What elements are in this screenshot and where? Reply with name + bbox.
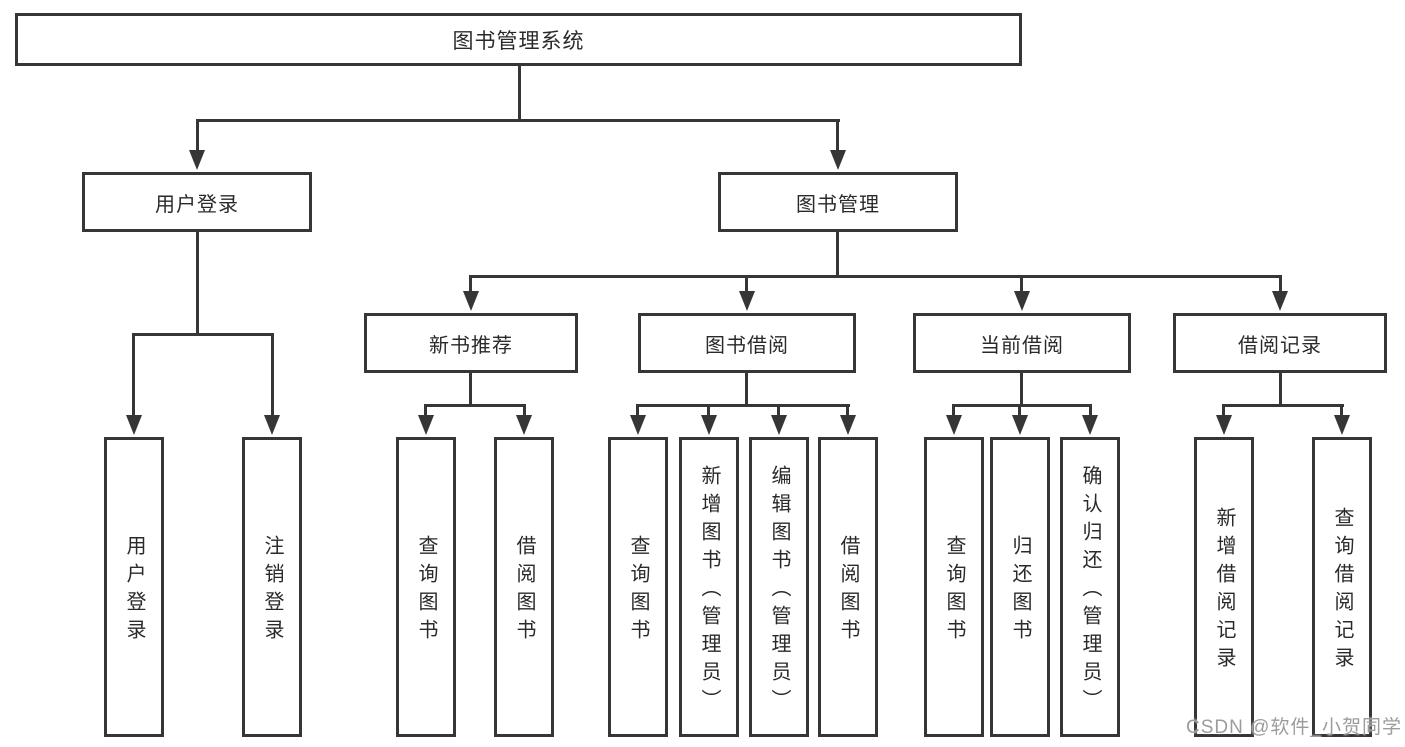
leaf-label: 确认归还（管理员） [1079, 465, 1101, 717]
connector-records-bar [1222, 404, 1344, 407]
arrowhead-down-icon [1014, 291, 1030, 311]
leaf-newbook-query: 查询图书 [396, 437, 456, 737]
leaf-user-login: 用户登录 [104, 437, 164, 737]
connector-login-stem [196, 232, 199, 336]
leaf-borrow-add-admin: 新增图书（管理员） [679, 437, 739, 737]
node-new-book-recommend: 新书推荐 [364, 313, 578, 373]
node-borrow-records-label: 借阅记录 [1238, 334, 1322, 357]
arrowhead-down-icon [264, 415, 280, 435]
connector-records-drop-1 [1222, 404, 1225, 417]
connector-mgmt-drop-2 [745, 275, 748, 293]
connector-current-bar [952, 404, 1092, 407]
connector-root-bar [196, 119, 840, 122]
arrowhead-down-icon [189, 150, 205, 170]
arrowhead-down-icon [516, 415, 532, 435]
node-current-borrow: 当前借阅 [913, 313, 1131, 373]
arrowhead-down-icon [630, 415, 646, 435]
connector-borrow-bar [636, 404, 850, 407]
connector-borrow-drop-3 [777, 404, 780, 417]
connector-current-drop-2 [1018, 404, 1021, 417]
leaf-label: 用户登录 [123, 535, 145, 647]
arrowhead-down-icon [126, 415, 142, 435]
arrowhead-down-icon [701, 415, 717, 435]
leaf-records-add: 新增借阅记录 [1194, 437, 1254, 737]
leaf-current-return: 归还图书 [990, 437, 1050, 737]
connector-current-stem [1020, 373, 1023, 407]
arrowhead-down-icon [830, 150, 846, 170]
node-root-label: 图书管理系统 [452, 29, 585, 53]
connector-mgmt-drop-4 [1279, 275, 1282, 293]
connector-newbook-bar [424, 404, 526, 407]
connector-login-bar [132, 333, 274, 336]
node-book-management-label: 图书管理 [796, 193, 880, 216]
leaf-current-query: 查询图书 [924, 437, 984, 737]
leaf-label: 查询图书 [943, 535, 965, 647]
csdn-watermark: CSDN @软件_小贺同学 [1186, 717, 1402, 738]
node-borrow-records: 借阅记录 [1173, 313, 1387, 373]
connector-borrow-stem [745, 373, 748, 407]
node-user-login: 用户登录 [82, 172, 312, 232]
leaf-newbook-borrow: 借阅图书 [494, 437, 554, 737]
connector-current-drop-1 [952, 404, 955, 417]
connector-mgmt-drop-1 [469, 275, 472, 293]
arrowhead-down-icon [840, 415, 856, 435]
leaf-current-confirm-admin: 确认归还（管理员） [1060, 437, 1120, 737]
connector-records-drop-2 [1340, 404, 1343, 417]
connector-newbook-drop-2 [523, 404, 526, 417]
connector-root-stem [518, 66, 521, 122]
arrowhead-down-icon [1216, 415, 1232, 435]
leaf-records-query: 查询借阅记录 [1312, 437, 1372, 737]
connector-records-stem [1279, 373, 1282, 407]
node-new-book-recommend-label: 新书推荐 [429, 334, 513, 357]
connector-root-drop-left [196, 119, 199, 152]
arrowhead-down-icon [1082, 415, 1098, 435]
connector-newbook-drop-1 [424, 404, 427, 417]
connector-current-drop-3 [1089, 404, 1092, 417]
leaf-label: 借阅图书 [837, 535, 859, 647]
node-book-borrow: 图书借阅 [638, 313, 856, 373]
node-book-borrow-label: 图书借阅 [705, 334, 789, 357]
leaf-label: 借阅图书 [513, 535, 535, 647]
leaf-label: 编辑图书（管理员） [768, 465, 790, 717]
arrowhead-down-icon [1012, 415, 1028, 435]
connector-borrow-drop-4 [846, 404, 849, 417]
arrowhead-down-icon [1334, 415, 1350, 435]
arrowhead-down-icon [771, 415, 787, 435]
connector-newbook-stem [469, 373, 472, 407]
leaf-logout: 注销登录 [242, 437, 302, 737]
connector-login-drop-1 [132, 333, 135, 415]
arrowhead-down-icon [739, 291, 755, 311]
connector-borrow-drop-1 [636, 404, 639, 417]
node-root: 图书管理系统 [15, 13, 1022, 66]
node-user-login-label: 用户登录 [155, 193, 239, 216]
arrowhead-down-icon [1272, 291, 1288, 311]
leaf-borrow-query: 查询图书 [608, 437, 668, 737]
connector-login-drop-2 [271, 333, 274, 415]
connector-root-drop-right [836, 119, 839, 152]
leaf-label: 查询图书 [415, 535, 437, 647]
connector-mgmt-stem [836, 232, 839, 278]
leaf-borrow-edit-admin: 编辑图书（管理员） [749, 437, 809, 737]
arrowhead-down-icon [418, 415, 434, 435]
connector-mgmt-drop-3 [1020, 275, 1023, 293]
leaf-label: 注销登录 [261, 535, 283, 647]
leaf-label: 归还图书 [1009, 535, 1031, 647]
arrowhead-down-icon [946, 415, 962, 435]
connector-mgmt-bar [469, 275, 1282, 278]
leaf-borrow-borrow: 借阅图书 [818, 437, 878, 737]
leaf-label: 新增图书（管理员） [698, 465, 720, 717]
arrowhead-down-icon [463, 291, 479, 311]
node-current-borrow-label: 当前借阅 [980, 334, 1064, 357]
leaf-label: 查询借阅记录 [1331, 507, 1353, 675]
connector-borrow-drop-2 [707, 404, 710, 417]
leaf-label: 新增借阅记录 [1213, 507, 1235, 675]
leaf-label: 查询图书 [627, 535, 649, 647]
node-book-management: 图书管理 [718, 172, 958, 232]
